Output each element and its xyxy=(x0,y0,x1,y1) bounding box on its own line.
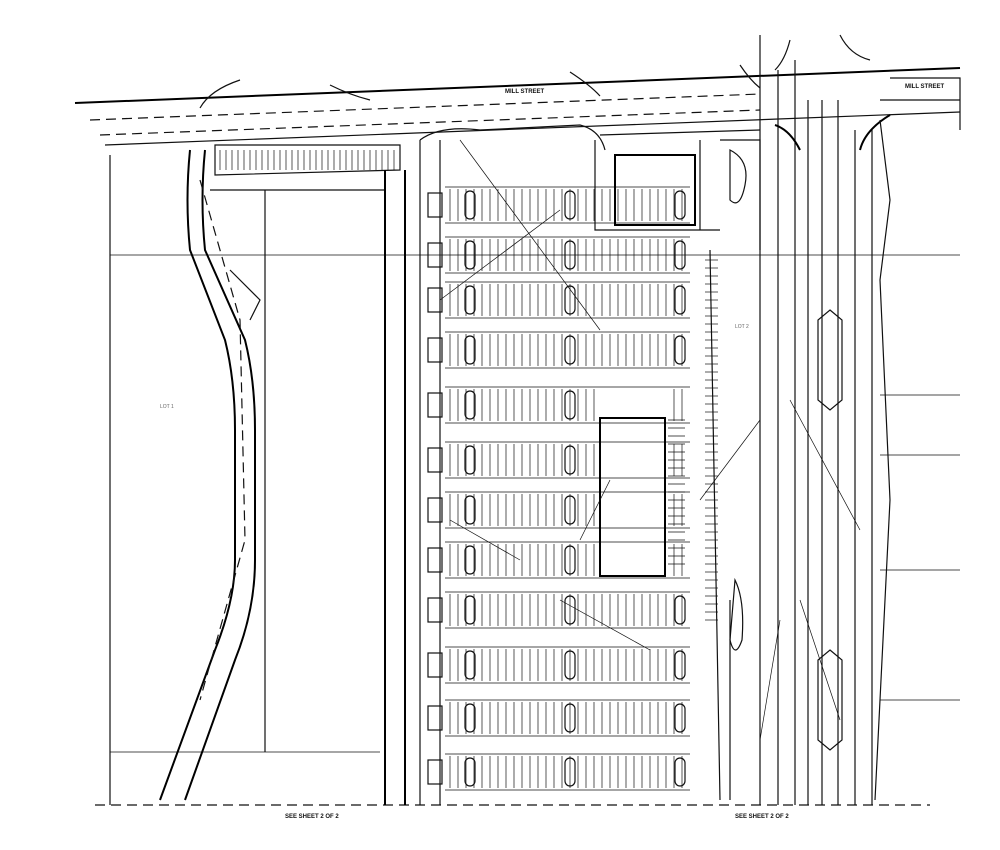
parking-island xyxy=(564,650,576,680)
parking-row xyxy=(427,699,690,737)
landscape-islands xyxy=(729,149,747,651)
street-callout xyxy=(880,77,961,130)
street-label-right: MILL STREET xyxy=(905,84,945,90)
accessible-stall xyxy=(427,497,443,523)
mill-street xyxy=(74,34,961,146)
parking-island xyxy=(564,545,576,575)
accessible-stall xyxy=(427,337,443,363)
parking-island xyxy=(564,240,576,270)
east-parking-edge xyxy=(709,139,761,801)
accessible-stall xyxy=(427,759,443,785)
building-pad xyxy=(210,189,385,752)
central-drive xyxy=(384,124,761,805)
building-main xyxy=(599,417,666,577)
parking-island xyxy=(464,757,476,787)
parking-row xyxy=(427,441,690,479)
match-line-label-left: SEE SHEET 2 OF 2 xyxy=(285,814,339,820)
parking-island xyxy=(464,703,476,733)
parking-island xyxy=(464,650,476,680)
parking-island xyxy=(674,703,686,733)
parking-island xyxy=(564,595,576,625)
parking-island xyxy=(464,595,476,625)
parking-island xyxy=(464,445,476,475)
arterial-road xyxy=(759,35,891,805)
parking-row xyxy=(427,331,690,369)
parking-island xyxy=(564,285,576,315)
parking-island xyxy=(674,650,686,680)
accessible-stall xyxy=(427,242,443,268)
accessible-stall xyxy=(427,597,443,623)
parking-row xyxy=(427,541,690,579)
accessible-stall xyxy=(427,547,443,573)
east-parking-stalls xyxy=(668,259,718,621)
building-north xyxy=(614,154,696,226)
parking-row xyxy=(427,236,690,274)
parking-island xyxy=(464,335,476,365)
parking-island xyxy=(464,495,476,525)
parking-island xyxy=(674,190,686,220)
north-parking-stalls xyxy=(219,150,395,170)
north-parking-strip xyxy=(214,144,401,176)
parking-row xyxy=(427,491,690,529)
east-property-line xyxy=(874,119,891,801)
street-label-top: MILL STREET xyxy=(505,89,545,95)
parking-island xyxy=(674,240,686,270)
accessible-stall xyxy=(427,705,443,731)
parking-row xyxy=(427,646,690,684)
parking-island xyxy=(464,390,476,420)
parking-island xyxy=(564,495,576,525)
parking-island xyxy=(674,595,686,625)
parking-island xyxy=(564,757,576,787)
building-north-site xyxy=(594,140,720,231)
lot-1-label: LOT 1 xyxy=(160,404,174,410)
accessible-stall xyxy=(427,392,443,418)
parking-rows xyxy=(427,186,690,791)
parking-row xyxy=(427,281,690,319)
parking-island xyxy=(464,240,476,270)
west-driveway xyxy=(159,149,261,801)
accessible-stall xyxy=(427,652,443,678)
parking-row xyxy=(427,753,690,791)
parking-island xyxy=(674,285,686,315)
leader-lines xyxy=(439,139,761,651)
parking-row xyxy=(427,186,690,224)
parking-island xyxy=(674,335,686,365)
parking-island xyxy=(464,285,476,315)
parking-island xyxy=(464,190,476,220)
accessible-stall xyxy=(427,447,443,473)
parking-island xyxy=(564,703,576,733)
accessible-stall xyxy=(427,192,443,218)
east-callout-lines xyxy=(880,394,960,701)
accessible-stall xyxy=(427,287,443,313)
parking-island xyxy=(564,335,576,365)
parking-island xyxy=(564,190,576,220)
parking-row xyxy=(427,386,690,424)
lot-2-label: LOT 2 xyxy=(735,324,749,330)
match-line-label-right: SEE SHEET 2 OF 2 xyxy=(735,814,789,820)
parking-row xyxy=(427,591,690,629)
parking-island xyxy=(464,545,476,575)
parking-island xyxy=(564,390,576,420)
parking-island xyxy=(674,757,686,787)
parking-island xyxy=(564,445,576,475)
